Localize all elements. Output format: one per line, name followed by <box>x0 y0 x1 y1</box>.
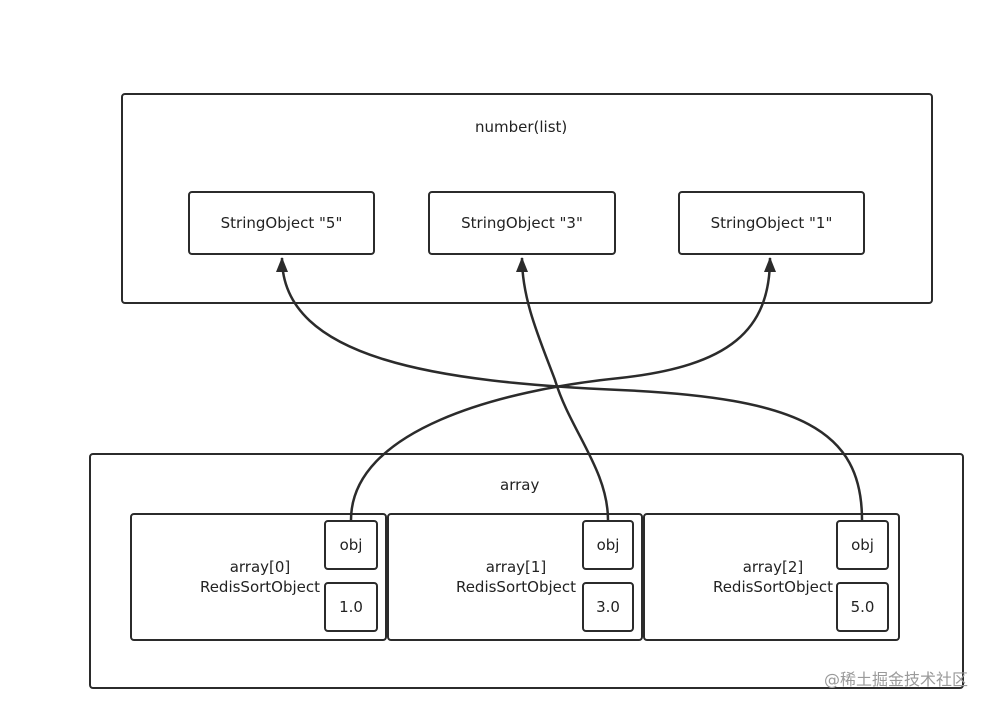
obj-pointer-box-1: obj <box>582 520 634 570</box>
string-object-label: StringObject "5" <box>220 214 343 232</box>
score-box-0: 1.0 <box>324 582 378 632</box>
array-index-label: array[1] <box>485 558 547 576</box>
obj-label: obj <box>851 536 874 554</box>
score-value: 3.0 <box>596 598 620 616</box>
string-object-label: StringObject "3" <box>461 214 583 232</box>
string-object-label: StringObject "1" <box>710 214 833 232</box>
array-type-label: RedisSortObject <box>455 578 577 596</box>
score-box-1: 3.0 <box>582 582 634 632</box>
array-index-label: array[0] <box>229 558 291 576</box>
obj-pointer-box-2: obj <box>836 520 889 570</box>
string-object-1-box: StringObject "1" <box>678 191 865 255</box>
obj-label: obj <box>596 536 620 554</box>
array-container-label: array <box>500 476 540 494</box>
string-object-3-box: StringObject "3" <box>428 191 616 255</box>
score-value: 5.0 <box>850 598 875 616</box>
array-index-label: array[2] <box>742 558 804 576</box>
string-object-5-box: StringObject "5" <box>188 191 375 255</box>
obj-pointer-box-0: obj <box>324 520 378 570</box>
array-type-label: RedisSortObject <box>712 578 834 596</box>
list-container-label: number(list) <box>475 118 568 136</box>
array-element-1-text: array[1] RedisSortObject <box>446 557 586 597</box>
array-element-2-text: array[2] RedisSortObject <box>703 557 843 597</box>
array-type-label: RedisSortObject <box>199 578 321 596</box>
score-box-2: 5.0 <box>836 582 889 632</box>
watermark: @稀土掘金技术社区 <box>823 670 968 689</box>
obj-label: obj <box>339 536 363 554</box>
score-value: 1.0 <box>339 598 363 616</box>
array-element-0-text: array[0] RedisSortObject <box>190 557 330 597</box>
